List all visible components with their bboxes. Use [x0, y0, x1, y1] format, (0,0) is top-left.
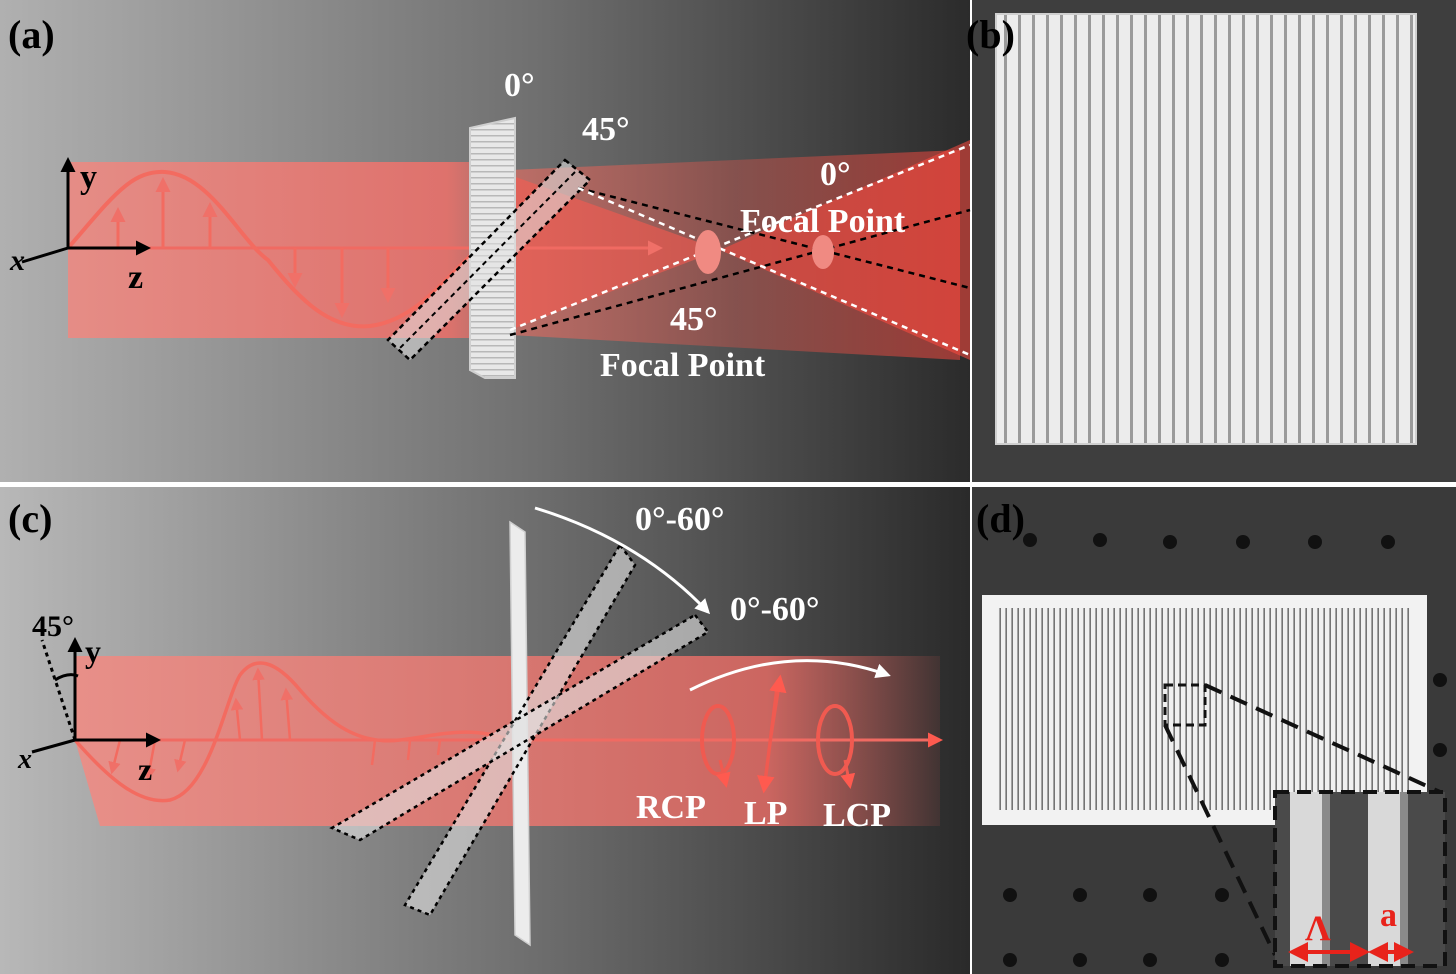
rotation-range-1: 0°-60° — [635, 501, 725, 538]
axis-x-label-c: x — [17, 744, 32, 775]
electric-field-wave-c — [73, 661, 511, 803]
axis-x-label: x — [9, 244, 25, 277]
focusing-cone-45 — [510, 175, 720, 330]
panel-a: y z x (a) 0° 45° 0° Focal Point 45° Foca… — [0, 0, 971, 482]
field-vectors-c — [108, 667, 442, 781]
angle-45-label: 45° — [582, 111, 630, 148]
lp-label: LP — [744, 795, 787, 832]
lcp-label: LCP — [823, 797, 891, 834]
focus-rays — [509, 143, 971, 357]
grating-photo-d — [998, 608, 1410, 810]
rotation-arrow-2 — [689, 659, 891, 692]
zoom-inset — [1273, 790, 1447, 968]
coordinate-axes-a — [21, 157, 151, 264]
lcp-circle-icon — [816, 704, 854, 776]
grating-photo-b — [996, 14, 1416, 444]
tilt-angle-label: 45° — [32, 610, 74, 643]
axis-y-label-c: y — [85, 633, 101, 669]
grating-photo-b-border — [995, 13, 1417, 445]
grating-rotated-2 — [329, 613, 710, 842]
zoom-region-box — [1163, 683, 1207, 727]
diverging-cone — [720, 140, 970, 360]
lcp-direction-arrow — [840, 759, 856, 789]
breadboard-holes — [1003, 533, 1447, 967]
axis-y-label: y — [80, 159, 97, 196]
panel-d-label: (d) — [976, 496, 1025, 541]
rcp-label: RCP — [636, 789, 706, 826]
rotation-arrow-1 — [534, 506, 711, 615]
coordinate-axes-c — [31, 637, 161, 754]
panel-b: (b) — [966, 0, 1456, 482]
panel-c: y z x 45° (c) 0°-60° 0°-60° RCP LP LCP — [0, 487, 970, 974]
panel-a-label: (a) — [8, 12, 55, 57]
rcp-direction-arrow — [715, 759, 731, 788]
focal-0-angle-label: 0° — [820, 156, 851, 193]
focal-spot-45 — [695, 230, 721, 274]
electric-field-wave — [66, 169, 482, 329]
panel-c-label: (c) — [8, 496, 52, 541]
panel-d: Λ a (d) — [972, 487, 1456, 974]
axis-z-label-c: z — [138, 751, 152, 787]
zoom-lines — [1163, 683, 1441, 956]
lp-arrow-up — [769, 674, 787, 736]
focal-45-text: Focal Point — [600, 347, 766, 384]
panel-b-label: (b) — [966, 12, 1015, 57]
focal-45-angle-label: 45° — [670, 301, 718, 338]
gap-symbol: a — [1380, 897, 1397, 934]
focal-0-text: Focal Point — [740, 203, 906, 240]
angle-0-label: 0° — [504, 67, 535, 104]
focal-spot-0 — [812, 235, 834, 269]
field-vectors — [110, 177, 396, 318]
rotation-range-2: 0°-60° — [730, 591, 820, 628]
grating-45-degree — [386, 158, 592, 362]
axis-z-label: z — [128, 259, 143, 296]
period-symbol: Λ — [1305, 908, 1331, 948]
